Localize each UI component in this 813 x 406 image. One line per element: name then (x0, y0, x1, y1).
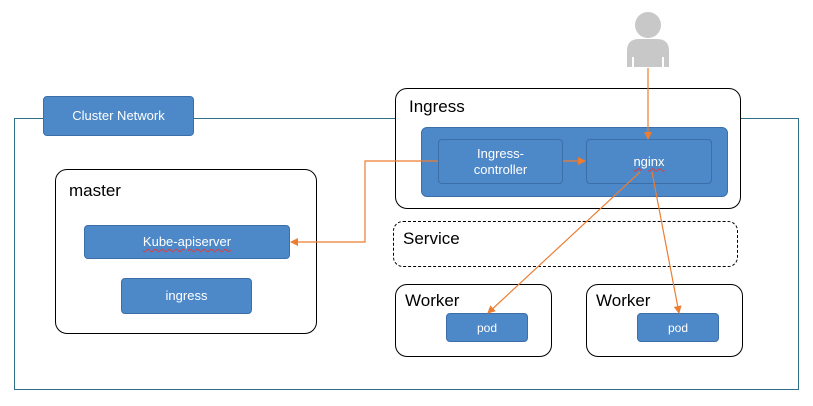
nginx-node: nginx (586, 139, 712, 184)
kube-apiserver-node: Kube-apiserver (84, 225, 290, 259)
cluster-network-label: Cluster Network (43, 96, 194, 136)
worker-title-1: Worker (405, 291, 460, 310)
service-box (393, 221, 738, 267)
pod-node-1: pod (446, 313, 528, 342)
user-icon (627, 12, 669, 67)
ingress-title: Ingress (409, 97, 465, 116)
master-title: master (69, 181, 121, 200)
arrow-controller-to-apiserver (290, 160, 438, 246)
pod-node-2: pod (637, 313, 719, 342)
arrow-nginx-to-pod-1 (487, 171, 641, 314)
ingress-node: ingress (121, 278, 252, 314)
ingress-controller-node: Ingress- controller (438, 139, 563, 184)
nginx-label: nginx (633, 153, 665, 169)
arrow-nginx-to-pod-2 (651, 171, 682, 314)
kube-apiserver-label: Kube-apiserver (142, 234, 232, 249)
service-title: Service (403, 229, 460, 248)
worker-title-2: Worker (596, 291, 651, 310)
